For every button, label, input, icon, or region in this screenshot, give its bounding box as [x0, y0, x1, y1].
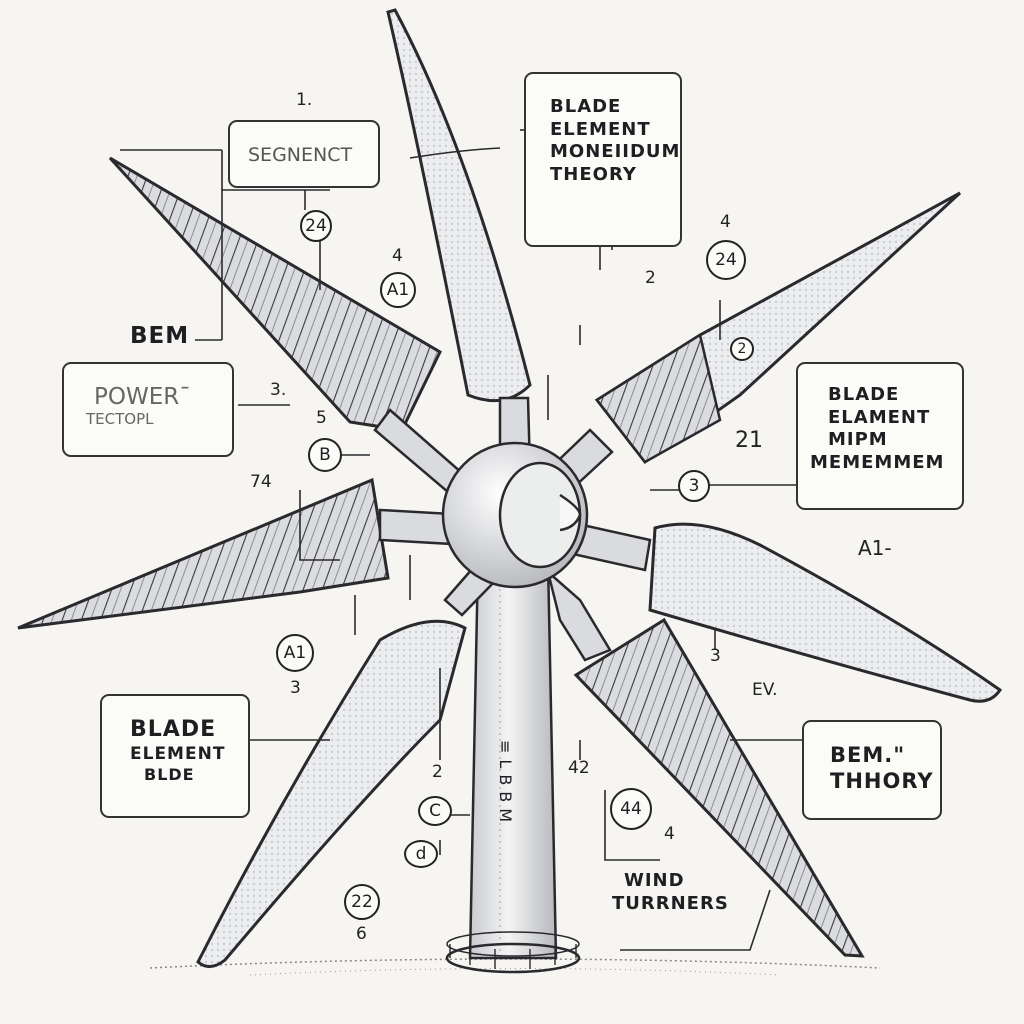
marker-4a: 4	[392, 246, 403, 266]
blade-element-blde-text: BLADE ELEMENT BLDE	[130, 717, 226, 784]
marker-circle-a1-a: A1	[380, 272, 416, 308]
marker-21: 21	[735, 428, 763, 453]
marker-3c: 3	[710, 646, 721, 666]
marker-circle-2: 2	[730, 337, 754, 361]
segment-callout: SEGNENCT	[228, 120, 380, 188]
bem-thhory-callout: BEM." THHORY	[802, 720, 942, 820]
marker-circle-d: d	[404, 840, 438, 868]
marker-74: 74	[250, 472, 272, 492]
tower-label: ≡LBBM	[496, 740, 515, 829]
marker-circle-3: 3	[678, 470, 710, 502]
marker-circle-b: B	[308, 438, 342, 472]
hub-assembly	[373, 396, 652, 662]
marker-42: 42	[568, 758, 590, 778]
marker-a1-c: A1-	[858, 536, 892, 560]
bem-mipm-text: BLADE ELAMENT MIPM MEMEMMEM	[810, 384, 945, 473]
marker-5: 5	[316, 408, 327, 428]
marker-1: 1.	[296, 90, 313, 110]
marker-circle-a1-b: A1	[276, 634, 314, 672]
power-text: POWER¯ TECTOPL	[86, 384, 191, 428]
solid-blade-lower-left	[196, 619, 467, 968]
power-callout: POWER¯ TECTOPL	[62, 362, 234, 457]
marker-circle-44: 44	[610, 788, 652, 830]
marker-4c: 4	[664, 824, 675, 844]
bem-moneidum-callout: BLADE ELEMENT MONEIIDUM THEORY	[524, 72, 682, 247]
marker-2a: 2	[645, 268, 656, 288]
bem-left-label: BEM	[130, 323, 190, 349]
ev-label: EV.	[752, 680, 778, 700]
wind-turrners-label: WIND TURRNERS	[612, 870, 729, 914]
bem-mipm-callout: BLADE ELAMENT MIPM MEMEMMEM	[796, 362, 964, 510]
marker-circle-24b: 24	[706, 240, 746, 280]
marker-circle-c: C	[418, 796, 452, 826]
framed-blade-left	[17, 477, 390, 630]
blade-element-blde-callout: BLADE ELEMENT BLDE	[100, 694, 250, 818]
blades	[17, 8, 1003, 968]
marker-3b: 3	[290, 678, 301, 698]
marker-6: 6	[356, 924, 367, 944]
segment-label: SEGNENCT	[248, 144, 353, 166]
marker-3a: 3.	[270, 380, 287, 400]
bem-thhory-text: BEM." THHORY	[830, 743, 934, 794]
bem-moneidum-text: BLADE ELEMENT MONEIIDUM THEORY	[550, 96, 681, 185]
ground	[149, 958, 881, 976]
marker-4b: 4	[720, 212, 731, 232]
marker-2b: 2	[432, 762, 443, 782]
solid-blade-right	[648, 522, 1003, 703]
marker-circle-24a: 24	[300, 210, 332, 242]
marker-circle-22: 22	[344, 884, 380, 920]
framed-blade-lower-right	[573, 617, 865, 958]
